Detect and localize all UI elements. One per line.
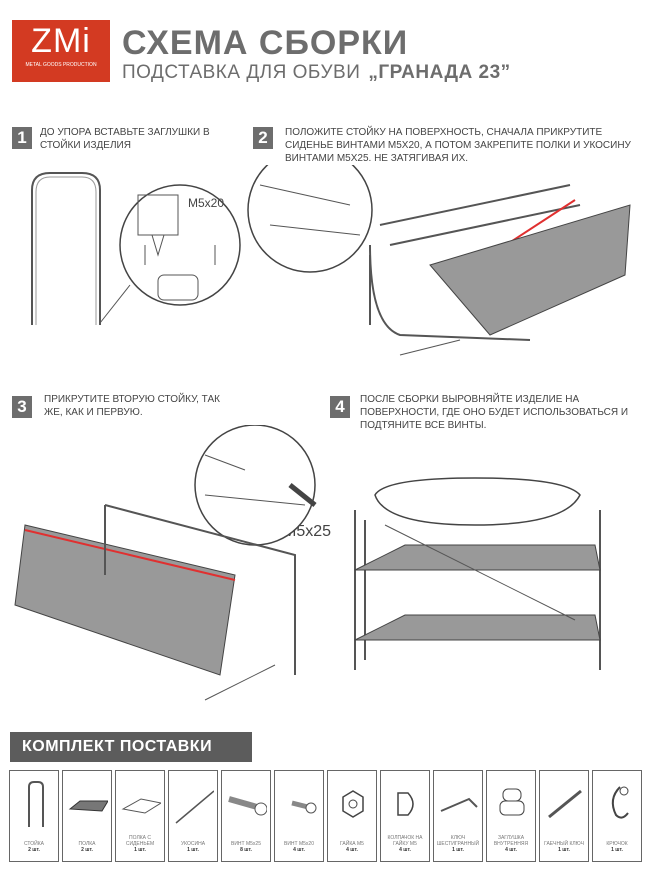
seat-icon bbox=[121, 798, 161, 814]
item-count: 1 шт. bbox=[187, 847, 199, 853]
item-count: 1 шт. bbox=[611, 847, 623, 853]
zmi-logo: ZMi METAL GOODS PRODUCTION bbox=[12, 20, 110, 82]
step-2-text: ПОЛОЖИТЕ СТОЙКУ НА ПОВЕРХНОСТЬ, СНАЧАЛА … bbox=[285, 127, 631, 164]
nut-icon bbox=[342, 790, 364, 818]
model-name: „ГРАНАДА 23” bbox=[368, 62, 511, 83]
item-name: СТОЙКА bbox=[23, 841, 44, 847]
step-4-text: ПОСЛЕ СБОРКИ ВЫРОВНЯЙТЕ ИЗДЕЛИЕ НА ПОВЕР… bbox=[360, 394, 629, 431]
cap-icon bbox=[397, 792, 414, 816]
hex-key-icon bbox=[440, 797, 478, 812]
plug-icon bbox=[499, 788, 525, 816]
subtitle-text: ПОДСТАВКА ДЛЯ ОБУВИ bbox=[122, 62, 361, 83]
callout-m5x20: M5x20 bbox=[188, 196, 225, 210]
item-name: ВИНТ М5х25 bbox=[231, 841, 261, 847]
page-title: СХЕМА СБОРКИ bbox=[122, 24, 409, 62]
item-count: 2 шт. bbox=[28, 847, 40, 853]
wrench-icon bbox=[548, 789, 582, 819]
frame-icon bbox=[28, 781, 44, 827]
item-name: ВИНТ М5х20 bbox=[284, 841, 314, 847]
item-count: 1 шт. bbox=[134, 847, 146, 853]
item-name: ГАЕЧНЫЙ КЛЮЧ bbox=[544, 841, 584, 847]
logo-text: ZMi bbox=[31, 22, 91, 60]
step-4-number: 4 bbox=[330, 396, 350, 418]
item-count: 1 шт. bbox=[452, 847, 464, 853]
step-3-number: 3 bbox=[12, 396, 32, 418]
item-count: 4 шт. bbox=[346, 847, 358, 853]
kit-header: КОМПЛЕКТ ПОСТАВКИ bbox=[10, 732, 252, 762]
item-count: 8 шт. bbox=[240, 847, 252, 853]
item-name: ПОЛКА bbox=[78, 841, 96, 847]
hook-icon bbox=[611, 786, 629, 819]
item-count: 1 шт. bbox=[558, 847, 570, 853]
shelf-icon bbox=[68, 800, 108, 812]
item-name: КОЛПАЧОК НА ГАЙКУ М5 bbox=[387, 835, 423, 847]
step-2-illustration bbox=[247, 165, 631, 356]
step-3-illustration bbox=[14, 425, 317, 701]
step-2-number: 2 bbox=[253, 127, 273, 149]
item-count: 2 шт. bbox=[81, 847, 93, 853]
item-name: ЗАГЛУШКА ВНУТРЕННЯЯ bbox=[493, 835, 529, 847]
screw-short-icon bbox=[291, 800, 317, 814]
item-name: УКОСИНА bbox=[180, 841, 206, 847]
item-count: 4 шт. bbox=[505, 847, 517, 853]
step-1-illustration bbox=[31, 172, 241, 325]
item-name: КЛЮЧ ШЕСТИГРАННЫЙ bbox=[436, 835, 480, 847]
item-count: 4 шт. bbox=[399, 847, 411, 853]
page-subtitle: ПОДСТАВКА ДЛЯ ОБУВИ „ГРАНАДА 23” bbox=[122, 62, 511, 84]
step-1-text: ДО УПОРА ВСТАВЬТЕ ЗАГЛУШКИ В СТОЙКИ ИЗДЕ… bbox=[40, 127, 210, 151]
item-count: 4 шт. bbox=[293, 847, 305, 853]
screw-long-icon bbox=[228, 796, 267, 816]
step-3-text: ПРИКРУТИТЕ ВТОРУЮ СТОЙКУ, ТАК ЖЕ, КАК И … bbox=[44, 394, 220, 418]
step-1-number: 1 bbox=[12, 127, 32, 149]
step-4-illustration bbox=[354, 477, 601, 670]
item-name: КРЮЧОК bbox=[606, 841, 628, 847]
logo-subtext: METAL GOODS PRODUCTION bbox=[25, 62, 97, 68]
item-name: ГАЙКА М5 bbox=[340, 841, 364, 847]
brace-icon bbox=[175, 790, 214, 824]
item-name: ПОЛКА С СИДЕНЬЕМ bbox=[125, 835, 155, 847]
